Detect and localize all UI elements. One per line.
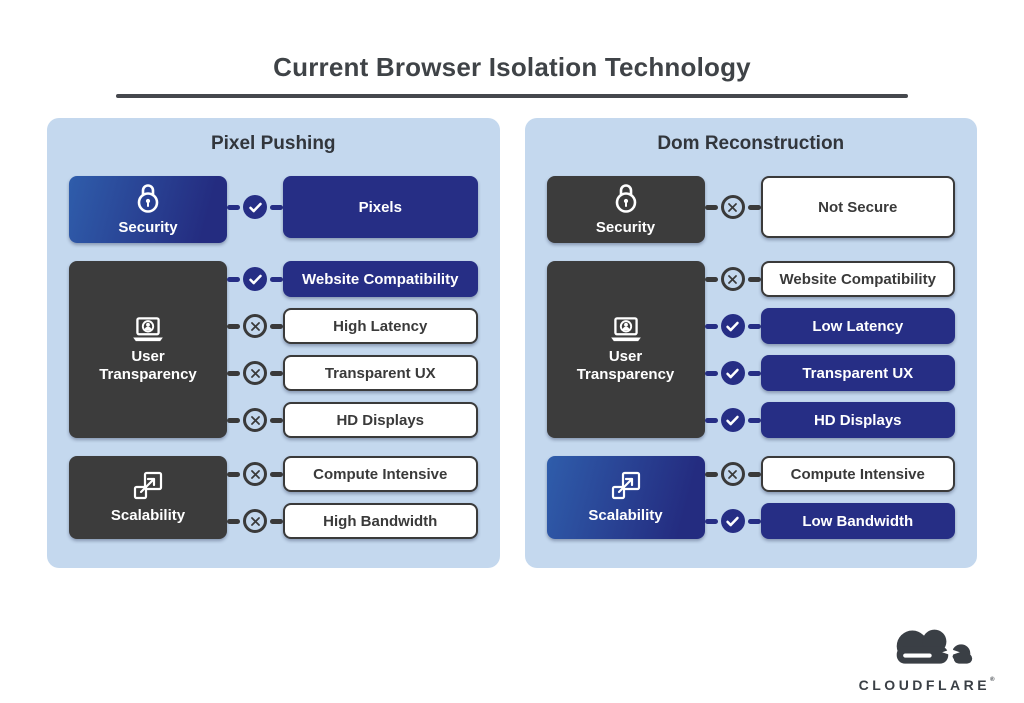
category-box-security: Security <box>69 176 227 243</box>
check-icon <box>720 314 745 338</box>
panel-title-pixel-pushing: Pixel Pushing <box>210 133 336 154</box>
group-scalability: Scalability Compute Intensive High Bandw… <box>69 456 478 539</box>
check-icon <box>720 408 745 432</box>
feature-row: Transparent UX <box>227 355 478 391</box>
item-box-website-compatibility: Website Compatibility <box>283 261 478 297</box>
feature-row: High Latency <box>227 308 478 344</box>
item-box-transparent-ux: Transparent UX <box>760 355 955 391</box>
category-box-user-transparency: User Transparency <box>69 261 227 438</box>
cross-icon <box>243 408 267 432</box>
feature-row: Pixels <box>227 176 478 238</box>
feature-row: Transparent UX <box>704 355 955 391</box>
group-user-transparency: User Transparency Website Compatibility … <box>69 261 478 438</box>
cross-icon <box>243 462 267 486</box>
feature-row: Low Bandwidth <box>704 503 955 539</box>
group-user-transparency: User Transparency Website Compatibility … <box>546 261 955 438</box>
page-title: Current Browser Isolation Technology <box>273 52 751 82</box>
feature-row: Website Compatibility <box>227 261 478 297</box>
cloudflare-logo: CLOUDFLARE® <box>859 625 998 693</box>
item-box-compute-intensive: Compute Intensive <box>283 456 478 492</box>
item-box-high-bandwidth: High Bandwidth <box>283 503 478 539</box>
user-laptop-icon <box>132 316 164 342</box>
feature-row: HD Displays <box>227 402 478 438</box>
cross-icon <box>243 314 267 338</box>
feature-row: Not Secure <box>704 176 955 238</box>
user-laptop-icon <box>609 316 642 342</box>
feature-row: Low Latency <box>704 308 955 344</box>
item-box-pixels: Pixels <box>283 176 478 238</box>
category-box-security: Security <box>546 176 705 243</box>
panel-dom-reconstruction: Dom Reconstruction Security Not Secure U… <box>524 118 977 568</box>
group-security: Security Pixels <box>69 176 478 243</box>
category-box-user-transparency: User Transparency <box>546 261 705 438</box>
cross-icon <box>720 267 745 291</box>
check-icon <box>720 361 745 385</box>
item-box-hd-displays: HD Displays <box>283 402 478 438</box>
item-box-low-latency: Low Latency <box>760 308 955 344</box>
category-label: Scalability <box>588 507 663 524</box>
group-security: Security Not Secure <box>546 176 955 243</box>
cloudflare-wordmark: CLOUDFLARE® <box>858 677 998 693</box>
category-box-scalability: Scalability <box>546 456 705 539</box>
comparison-panels: Pixel Pushing Security Pixels User Trans… <box>47 118 977 568</box>
title-underline <box>116 94 908 98</box>
item-box-low-bandwidth: Low Bandwidth <box>760 503 955 539</box>
check-icon <box>720 509 745 533</box>
check-icon <box>243 195 267 219</box>
category-label: Security <box>118 219 178 236</box>
cross-icon <box>720 195 745 219</box>
category-label: User Transparency <box>576 347 675 383</box>
item-box-hd-displays: HD Displays <box>760 402 955 438</box>
scale-icon <box>611 471 640 500</box>
category-label: Scalability <box>110 507 186 524</box>
cloudflare-cloud-icon <box>897 629 973 664</box>
item-box-not-secure: Not Secure <box>760 176 955 238</box>
item-box-website-compatibility: Website Compatibility <box>760 261 955 297</box>
scale-icon <box>133 471 163 500</box>
feature-row: HD Displays <box>704 402 955 438</box>
item-box-high-latency: High Latency <box>283 308 478 344</box>
feature-row: Compute Intensive <box>227 456 478 492</box>
item-box-compute-intensive: Compute Intensive <box>760 456 955 492</box>
group-scalability: Scalability Compute Intensive Low Bandwi… <box>546 456 955 539</box>
cross-icon <box>243 509 267 533</box>
item-box-transparent-ux: Transparent UX <box>283 355 478 391</box>
category-box-scalability: Scalability <box>69 456 227 539</box>
category-label: User Transparency <box>99 347 197 383</box>
cross-icon <box>720 462 745 486</box>
cross-icon <box>243 361 267 385</box>
panel-title-dom-reconstruction: Dom Reconstruction <box>657 133 845 154</box>
feature-row: Compute Intensive <box>704 456 955 492</box>
check-icon <box>243 267 267 291</box>
category-label: Security <box>595 219 656 236</box>
lock-icon <box>137 184 159 213</box>
panel-pixel-pushing: Pixel Pushing Security Pixels User Trans… <box>47 118 500 568</box>
registered-mark: ® <box>990 677 998 683</box>
lock-icon <box>615 184 636 213</box>
feature-row: High Bandwidth <box>227 503 478 539</box>
feature-row: Website Compatibility <box>704 261 955 297</box>
